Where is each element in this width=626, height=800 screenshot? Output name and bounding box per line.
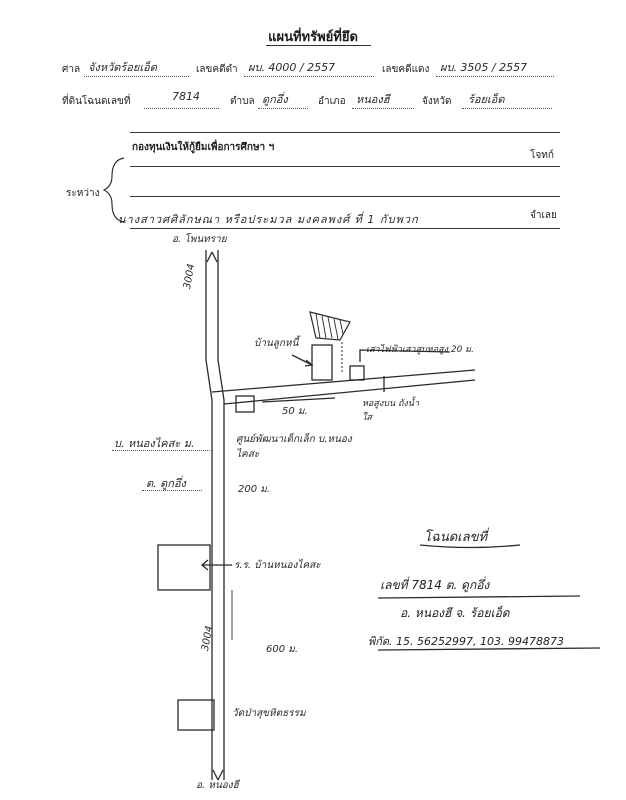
fence-label: เสาไฟฟ้าเสาสูบหอสูง 20 ม.	[366, 345, 474, 355]
district-label: อำเภอ	[318, 96, 346, 107]
house-label: บ้านลูกหนี้	[254, 338, 299, 349]
district-underline	[352, 108, 414, 109]
subdistrict-map-label: ต. ดูกอึ่ง	[146, 477, 186, 490]
court-underline	[84, 76, 189, 77]
province-value: ร้อยเอ็ด	[468, 93, 505, 106]
school-label: ร.ร. บ้านหนองไคสะ	[234, 560, 321, 571]
subdistrict-value: ดูกอึ่ง	[262, 93, 288, 106]
plaintiff-role: โจทก์	[530, 150, 554, 161]
main-road-right-edge	[217, 250, 225, 780]
pole-label: หอสูงบน ถังน้ำใส	[362, 399, 420, 423]
plaintiff-name: กองทุนเงินให้กู้ยืมเพื่อการศึกษา ฯ	[132, 142, 275, 153]
school-building	[157, 544, 211, 591]
center-building	[235, 395, 255, 413]
title-deed-underline	[144, 108, 219, 109]
court-label: ศาล	[62, 64, 81, 75]
province-underline	[462, 108, 552, 109]
court-value: จังหวัดร้อยเอ็ด	[88, 61, 157, 74]
info-heading: โฉนดเลขที่	[424, 530, 488, 545]
subdistrict-map-underline	[142, 490, 202, 491]
info-line2: อ. หนองฮี จ. ร้อยเอ็ด	[400, 606, 510, 620]
red-case-underline	[436, 76, 554, 77]
hatched-structure	[309, 311, 351, 341]
between-label: ระหว่าง	[66, 188, 100, 199]
black-case-value: ผบ. 4000 / 2557	[248, 61, 336, 74]
subdistrict-underline	[258, 108, 308, 109]
distance-600: 600 ม.	[266, 644, 299, 655]
map-top-label: อ. โพนทราย	[172, 234, 227, 245]
district-value: หนองฮี	[356, 93, 390, 106]
black-case-label: เลขคดีดำ	[196, 64, 238, 75]
plaintiff-rule	[130, 166, 560, 167]
black-case-underline	[244, 76, 374, 77]
pole-marker	[349, 365, 365, 381]
map-bottom-label: อ. หนองฮี	[196, 780, 239, 791]
village-label: บ. หนองไคสะ ม.	[114, 437, 195, 450]
info-line1: เลขที่ 7814 ต. ดูกอึ่ง	[380, 578, 490, 592]
defendant-role: จำเลย	[530, 210, 557, 221]
subdistrict-label: ตำบล	[230, 96, 255, 107]
distance-200: 200 ม.	[238, 484, 271, 495]
red-case-value: ผบ. 3505 / 2557	[440, 61, 528, 74]
side-road-top-edge	[211, 369, 476, 393]
defendant-rule	[130, 228, 560, 229]
title-deed-value: 7814	[172, 90, 200, 103]
page-title: แผนที่ทรัพย์ที่ยึด	[268, 30, 358, 45]
parties-top-rule	[130, 132, 560, 133]
temple-label: วัดป่าสุขหิตธรรม	[232, 708, 306, 719]
defendant-name: นางสาวศศิลักษณา หรือประมวล มงคลพงศ์ ที่ …	[118, 213, 419, 226]
center-label: ศูนย์พัฒนาเด็กเล็ก บ.หนองไคสะ	[236, 434, 352, 460]
red-case-label: เลขคดีแดง	[382, 64, 430, 75]
temple-building	[177, 699, 215, 731]
middle-rule	[130, 196, 560, 197]
info-coords: พิกัด. 15. 56252997, 103. 99478873	[368, 635, 564, 648]
village-underline	[112, 450, 212, 451]
property-plot	[311, 344, 333, 381]
province-label: จังหวัด	[422, 96, 452, 107]
title-deed-label: ที่ดินโฉนดเลขที่	[62, 96, 131, 107]
title-underline	[266, 45, 371, 46]
side-road-bottom-edge	[223, 379, 476, 405]
distance-50: 50 ม.	[282, 406, 308, 417]
main-road-left-edge	[205, 250, 213, 780]
